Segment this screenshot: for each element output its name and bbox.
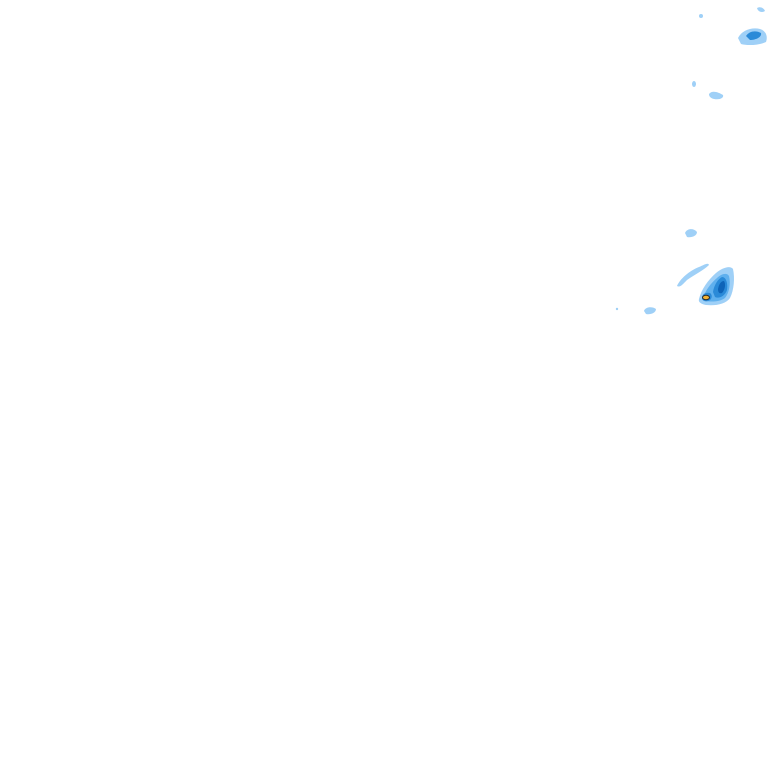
echo-cell-top-right bbox=[738, 7, 767, 46]
echo-speckles-upper bbox=[692, 14, 724, 100]
echo-cell-mid bbox=[685, 229, 697, 238]
echo-cell-lower bbox=[615, 307, 656, 315]
echo-cell-main bbox=[677, 263, 734, 306]
